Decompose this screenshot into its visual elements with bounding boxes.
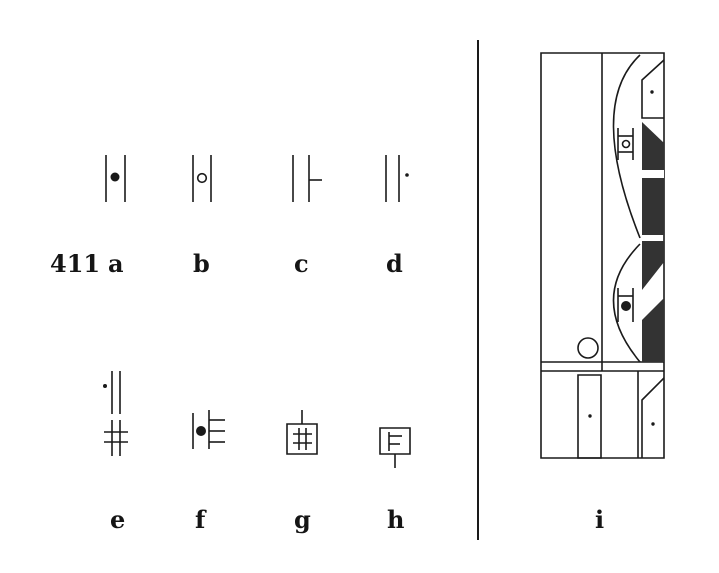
label-i: i [595,505,605,534]
label-g: g [294,505,311,534]
symbol-g [287,410,317,454]
symbol-i-frame [541,53,664,458]
symbol-f [193,410,225,449]
label-b: b [193,249,210,278]
label-h: h [387,505,405,534]
symbol-h [380,428,410,468]
symbol-b [193,155,211,202]
symbol-c [293,155,322,202]
label-e: e [110,505,126,534]
symbol-e [103,371,128,456]
symbol-d [386,155,409,202]
label-c: c [294,249,309,278]
label-a: a [108,249,124,278]
label-f: f [195,505,206,534]
symbol-a [106,155,125,202]
label-d: d [386,249,403,278]
figure-number: 411 [50,249,101,278]
